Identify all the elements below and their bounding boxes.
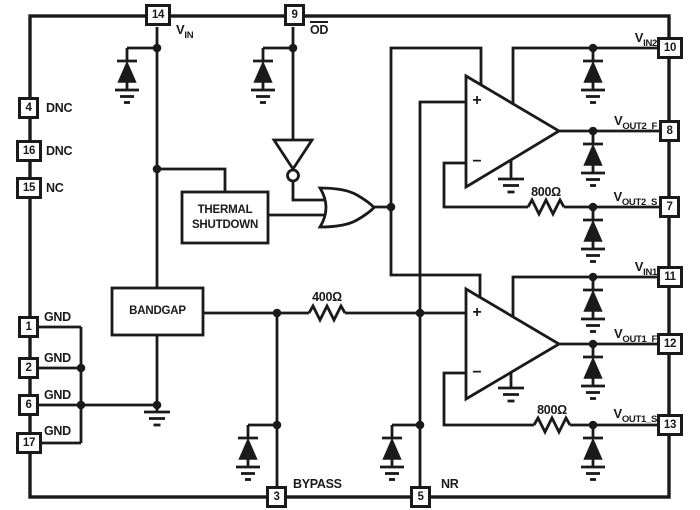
error-amplifier-ch2 — [464, 73, 562, 190]
pin-label-vin1: VIN1 — [634, 259, 658, 278]
pin-12: 12 — [657, 333, 683, 355]
pin-label-bypass: BYPASS — [293, 477, 342, 491]
esd-diode-icon — [249, 46, 277, 104]
pin-13: 13 — [657, 414, 683, 436]
ground-icon — [496, 386, 526, 403]
resistor-label-400: 400Ω — [312, 290, 342, 304]
pin-label-gnd-17: GND — [44, 424, 71, 438]
pin-14: 14 — [145, 4, 171, 26]
inverter-icon — [271, 138, 315, 183]
pin-label-vout1-f: VOUT1_F — [614, 326, 657, 345]
esd-diode-icon — [234, 423, 262, 481]
bandgap-label: BANDGAP — [129, 305, 186, 318]
pin-label-gnd-6: GND — [44, 388, 71, 402]
wire-inverter-to-or — [291, 181, 332, 202]
resistor-label-800-ch2: 800Ω — [531, 185, 561, 199]
pin-label-od: OD — [310, 21, 329, 37]
amp2-minus-sign: − — [472, 153, 482, 170]
junction-dots — [76, 43, 598, 430]
wire-shutdown-net — [389, 46, 483, 322]
wire-vin1 — [511, 275, 669, 333]
ground-icon — [496, 177, 526, 194]
wires — [30, 27, 669, 497]
esd-diode-icon — [113, 46, 141, 104]
thermal-shutdown-block — [180, 190, 270, 245]
pin-5: 5 — [410, 486, 431, 508]
amp2-plus-sign: + — [472, 92, 482, 109]
wire-vin-to-thermal — [157, 167, 227, 196]
pin-11: 11 — [657, 266, 683, 288]
pin-3: 3 — [266, 486, 287, 508]
pin-label-nc-15: NC — [46, 181, 64, 195]
amp1-plus-sign: + — [472, 304, 482, 321]
pin-16: 16 — [16, 140, 42, 162]
bandgap-block — [110, 286, 205, 337]
resistor-800-ch2-icon — [526, 196, 566, 218]
wire-gnd-bus — [30, 325, 157, 445]
pin-label-vout2-f: VOUT2_F — [614, 113, 657, 132]
pin-label-dnc-16: DNC — [46, 144, 73, 158]
ic-package-outline — [28, 14, 671, 499]
pin-17: 17 — [16, 432, 42, 454]
wire-fb1 — [442, 371, 534, 427]
pin-6: 6 — [18, 394, 39, 416]
pin-8: 8 — [659, 120, 680, 142]
resistor-label-800-ch1: 800Ω — [537, 403, 567, 417]
pin-label-vin: VIN — [176, 22, 194, 41]
esd-diode-icon — [579, 342, 607, 400]
esd-diode-icon — [579, 423, 607, 481]
pin-label-vout2-s: VOUT2_S — [613, 189, 657, 208]
pin-label-nr: NR — [441, 477, 459, 491]
pin-9: 9 — [284, 4, 305, 26]
esd-diode-icon — [378, 423, 406, 481]
pin-2: 2 — [18, 357, 39, 379]
pin-label-vout1-s: VOUT1_S — [613, 406, 657, 425]
resistor-800-ch1-icon — [532, 414, 572, 436]
pin-label-gnd-2: GND — [44, 351, 71, 365]
wire-fb2 — [442, 161, 528, 209]
amp1-minus-sign: − — [472, 364, 482, 381]
or-gate-icon — [317, 186, 376, 229]
pin-label-vin2: VIN2 — [634, 30, 658, 49]
pin-label-gnd-1: GND — [44, 310, 71, 324]
ground-icon — [142, 410, 172, 427]
pin-4: 4 — [18, 97, 39, 119]
pin-label-dnc-4: DNC — [46, 101, 73, 115]
pin-1: 1 — [18, 316, 39, 338]
error-amplifier-ch1 — [464, 286, 562, 402]
thermal-shutdown-label: THERMAL SHUTDOWN — [191, 204, 259, 231]
wire-vin2 — [511, 46, 669, 122]
esd-diode-icon — [579, 205, 607, 263]
resistor-400-icon — [307, 302, 347, 324]
esd-diode-icon — [579, 275, 607, 333]
esd-diode-icon — [579, 46, 607, 104]
pin-15: 15 — [16, 177, 42, 199]
wire-ref-vertical — [418, 100, 470, 497]
esd-diode-icon — [579, 129, 607, 187]
pin-10: 10 — [657, 37, 683, 59]
pin-7: 7 — [659, 196, 680, 218]
